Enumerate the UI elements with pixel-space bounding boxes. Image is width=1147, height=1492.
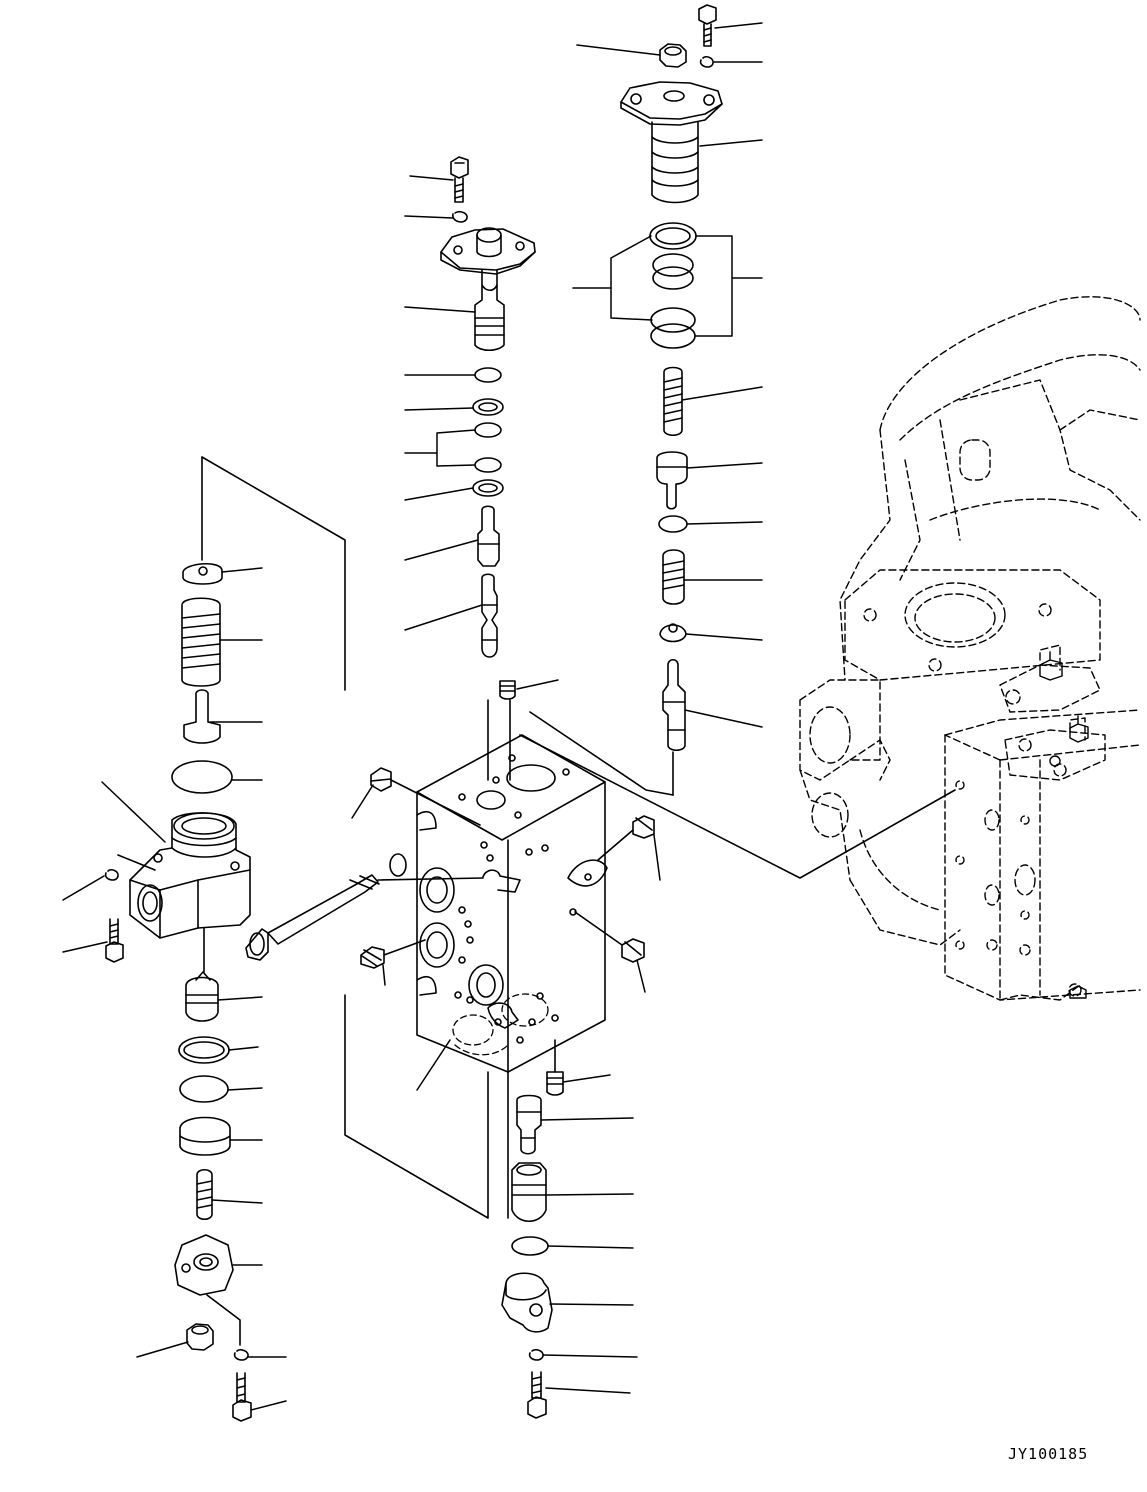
drawing-code-label: JY100185 [1008,1445,1089,1463]
left-lower-stack [175,972,488,1421]
assembly-pointer [520,735,955,878]
valve-body-block [417,735,607,1072]
leader-lines [63,23,762,1410]
block-top-port-small [477,791,505,809]
right-top-stack [530,5,722,795]
side-plugs-and-spool [246,768,654,968]
background-cover-bolts [1040,652,1088,998]
left-upper-stack [172,457,345,793]
left-valve-housing [106,813,250,972]
center-top-stack [441,157,535,780]
block-top-port [507,765,555,791]
center-bottom-stack [502,1040,563,1418]
background-housing-phantom [800,297,1140,1000]
